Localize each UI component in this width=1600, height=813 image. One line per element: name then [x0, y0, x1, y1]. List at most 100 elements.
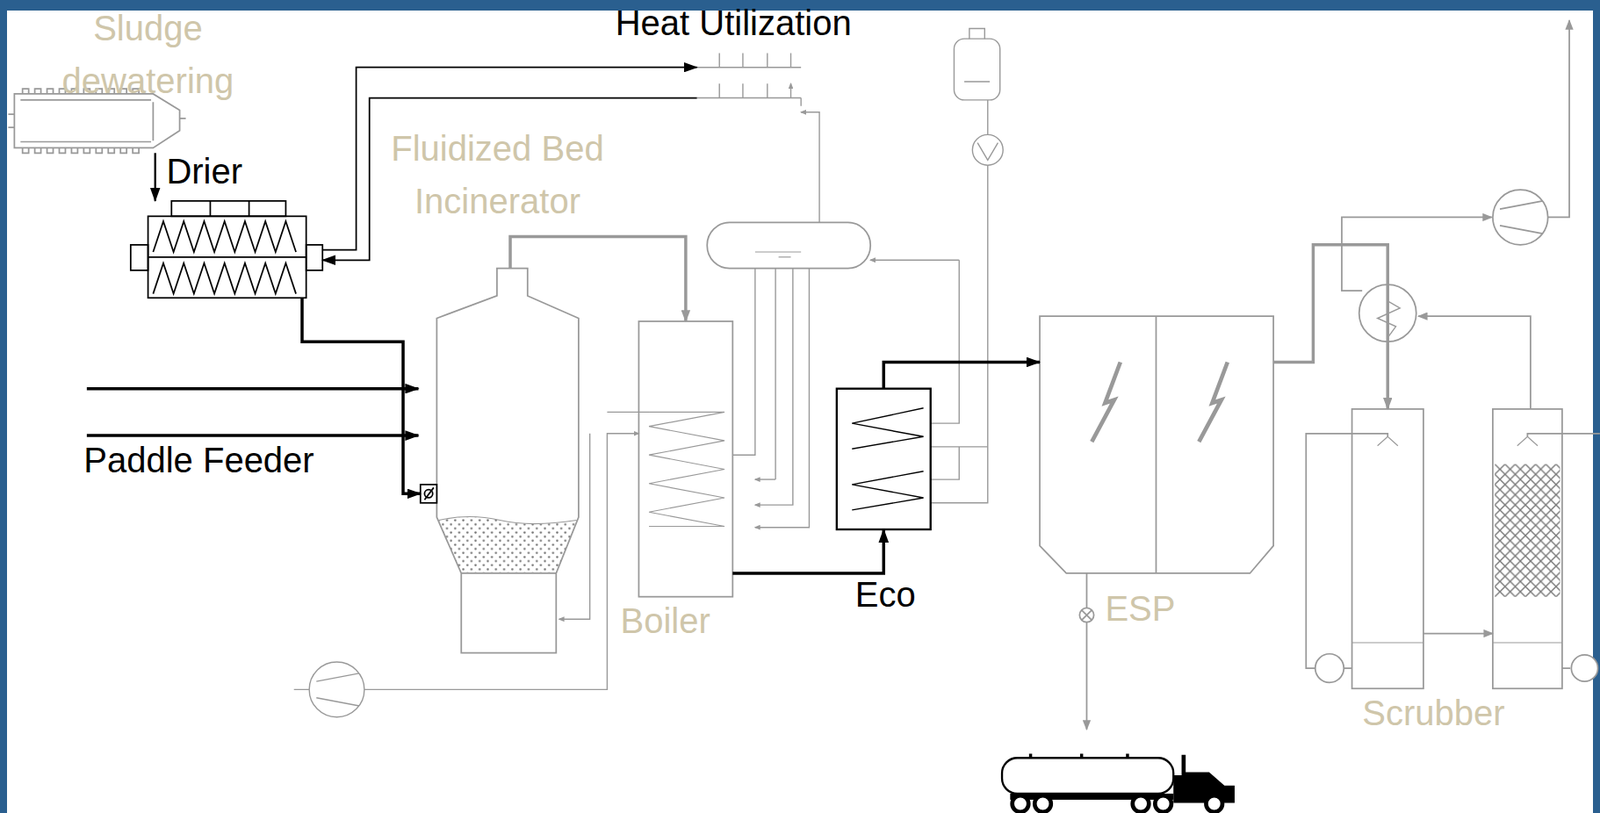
- flow-connector: [154, 152, 157, 202]
- equipment-label: Eco: [855, 573, 916, 616]
- incinerator: [439, 516, 577, 573]
- water-circuit: [755, 268, 793, 506]
- air-fan: [606, 411, 649, 413]
- scrubber-system: [1418, 316, 1531, 410]
- boiler-node: Boiler: [638, 321, 733, 598]
- flow-connector: [510, 237, 686, 322]
- esp-unit: [1079, 607, 1094, 622]
- equipment-label: Drier: [165, 150, 243, 193]
- truck-icon: [1001, 757, 1174, 794]
- steam-drum: [755, 251, 801, 253]
- heat-utilization-header: [800, 98, 801, 107]
- centrifuge: [22, 147, 139, 153]
- water-circuit: [755, 478, 776, 480]
- scrubber-system: [1352, 409, 1424, 689]
- esp-unit: [1086, 573, 1089, 730]
- esp-unit: [1091, 361, 1228, 442]
- scrubber-system: [1571, 655, 1598, 682]
- water-circuit: [930, 259, 960, 424]
- drier: [152, 221, 296, 253]
- water-circuit: [930, 446, 988, 480]
- incinerator: [439, 516, 577, 524]
- drier: [152, 263, 296, 295]
- scrubber-system: [1527, 433, 1600, 669]
- truck-icon: [1173, 755, 1235, 804]
- drier: [130, 201, 323, 298]
- drier: [130, 245, 323, 271]
- boiler-shell: [648, 411, 725, 527]
- scrubber-system: [1494, 464, 1560, 598]
- esp-unit: [1039, 316, 1274, 730]
- flow-connector: [732, 529, 884, 574]
- centrifuge: [14, 93, 180, 149]
- water-circuit: [977, 143, 998, 161]
- truck-icon: [1205, 795, 1223, 813]
- equipment-label: Fluidized Bed Incinerator: [362, 122, 634, 228]
- heat-utilization-header: [697, 52, 802, 106]
- truck-icon: [1132, 795, 1150, 813]
- truck-icon: [1012, 795, 1030, 813]
- feed-damper: [424, 487, 433, 500]
- water-circuit: [953, 38, 1000, 101]
- centrifuge-node: Sludge dewatering: [7, 86, 184, 154]
- drier: [171, 201, 286, 217]
- water-circuit: [870, 259, 959, 261]
- equipment-label: Boiler: [619, 599, 710, 642]
- heat-utilization-header: [697, 67, 802, 99]
- drier: [148, 216, 307, 298]
- feed-damper: [420, 484, 438, 504]
- equipment-label: ESP: [1104, 587, 1175, 630]
- steam-drum: [706, 222, 871, 268]
- steam-drum: [778, 256, 792, 258]
- esp-unit: [1155, 316, 1158, 574]
- water-circuit: [800, 112, 820, 223]
- air-fan: [309, 662, 365, 718]
- drier: [209, 201, 249, 217]
- economizer: [851, 408, 923, 449]
- steam-drum: [706, 222, 871, 268]
- centrifuge: [20, 100, 153, 143]
- incinerator: [461, 572, 556, 575]
- economizer: [851, 471, 923, 511]
- truck-icon: [1030, 754, 1128, 759]
- flow-connector: [302, 297, 421, 494]
- water-circuit: [774, 268, 776, 481]
- scrubber-system: [1305, 433, 1388, 669]
- economizer: [836, 389, 931, 530]
- paddle-feeder-lines: [86, 387, 419, 390]
- air-fan: [316, 673, 360, 707]
- equipment-label: Scrubber: [1362, 691, 1505, 735]
- scrubber-system: [1492, 189, 1549, 246]
- flow-connector: [1273, 245, 1388, 410]
- paddle-feeder-lines: [86, 389, 419, 436]
- scrubber-system: [1548, 20, 1570, 217]
- flow-connector: [883, 361, 1040, 389]
- truck-icon: [1001, 754, 1235, 813]
- boiler-shell: [638, 321, 733, 598]
- paddle-feeder-lines: [86, 433, 419, 437]
- truck-icon: [1154, 795, 1172, 813]
- equipment-label: Sludge dewatering: [20, 1, 275, 108]
- feed-damper: [420, 484, 438, 504]
- scrubber-system: [1499, 201, 1543, 234]
- esp-unit: [1081, 610, 1093, 621]
- water-circuit: [964, 28, 990, 82]
- scrubber-system: [1305, 20, 1600, 689]
- esp-unit: [1039, 316, 1274, 574]
- heat-utilization-header: [719, 52, 791, 98]
- incinerator: [436, 268, 578, 654]
- boiler-shell: [638, 321, 733, 598]
- water-circuit: [732, 268, 756, 456]
- water-circuit: [972, 134, 1003, 166]
- water-circuit: [987, 100, 988, 136]
- scrubber-system: [1341, 216, 1492, 291]
- heat-utilization-node: Heat Utilization: [697, 50, 802, 108]
- economizer-node: Eco: [836, 389, 931, 530]
- water-circuit: [755, 268, 810, 528]
- feeder-label: Paddle Feeder: [83, 439, 314, 482]
- drier-node: Drier: [130, 201, 323, 298]
- incinerator: [436, 268, 578, 654]
- esp-node: ESP: [1039, 316, 1274, 574]
